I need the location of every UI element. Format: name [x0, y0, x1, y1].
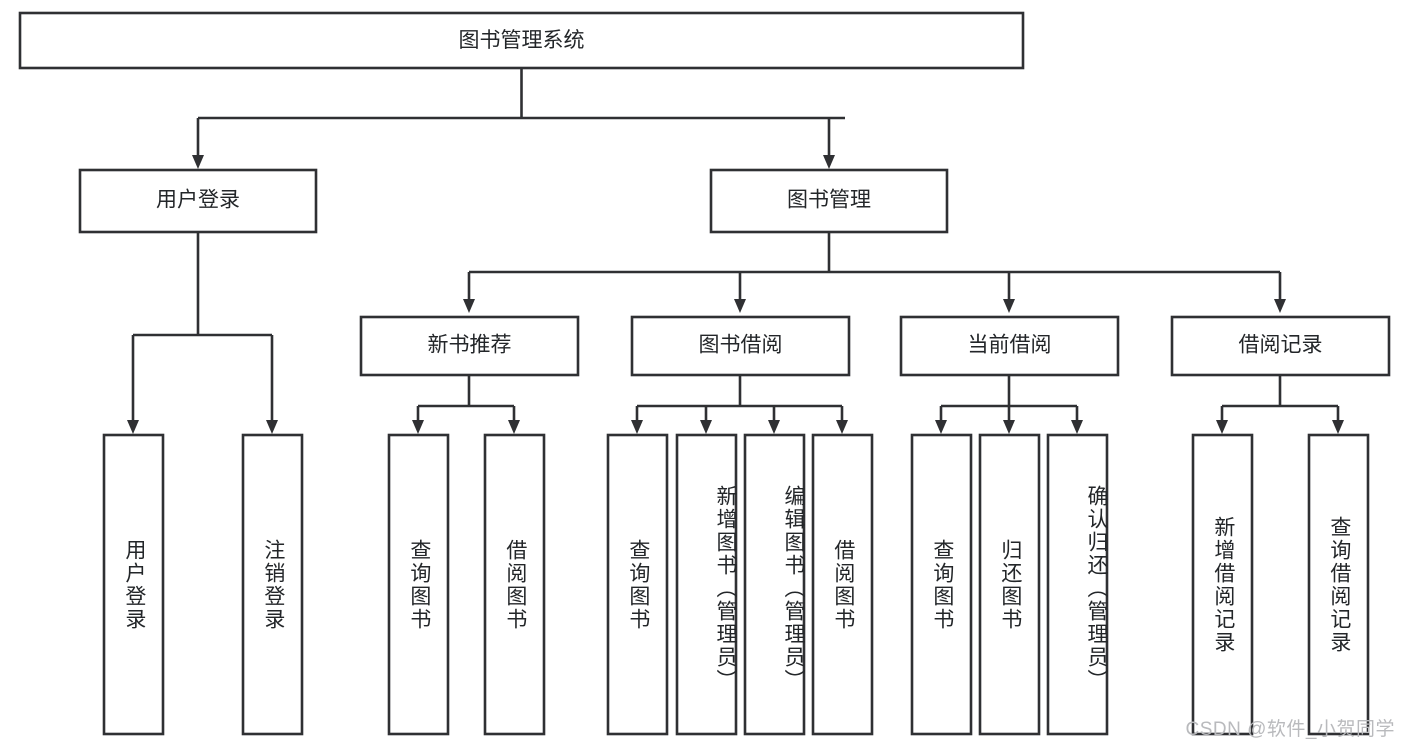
arrowhead-records-c2 — [1332, 420, 1344, 434]
node-leaf-borrow-edit-box[interactable] — [743, 433, 806, 736]
node-borrow-box[interactable] — [630, 315, 851, 377]
connector-group-newbook-children — [412, 375, 520, 434]
node-login-label: 用户登录 — [156, 189, 240, 212]
arrowhead-to-records — [1274, 299, 1286, 313]
node-current-label: 当前借阅 — [968, 334, 1052, 357]
node-leaf-newbook-query-box[interactable] — [387, 433, 450, 736]
leaf-boxes — [102, 433, 1370, 736]
node-leaf-current-confirm-box[interactable] — [1046, 433, 1109, 736]
node-root-box[interactable] — [18, 11, 1025, 70]
arrowhead-borrow-c3 — [768, 420, 780, 434]
arrowhead-login-child2 — [266, 420, 278, 434]
node-bookmgmt-box[interactable] — [709, 168, 949, 234]
connector-group-bookmgmt-children — [463, 232, 1286, 313]
node-leaf-records-add-box[interactable] — [1191, 433, 1254, 736]
arrowhead-newbook-c2 — [508, 420, 520, 434]
arrowhead-borrow-c4 — [836, 420, 848, 434]
arrowhead-to-login — [192, 155, 204, 169]
node-bookmgmt-label: 图书管理 — [787, 189, 871, 212]
arrowhead-newbook-c1 — [412, 420, 424, 434]
node-records-label: 借阅记录 — [1239, 334, 1323, 357]
arrowhead-current-c3 — [1071, 420, 1083, 434]
node-leaf-borrow-query-box[interactable] — [606, 433, 669, 736]
arrowhead-to-bookmgmt — [823, 155, 835, 169]
node-leaf-user-logout-box[interactable] — [241, 433, 304, 736]
csdn-watermark: CSDN @软件_小贺同学 — [1185, 719, 1395, 740]
node-borrow[interactable]: 图书借阅 — [630, 315, 851, 377]
arrowhead-current-c2 — [1003, 420, 1015, 434]
arrowhead-borrow-c2 — [700, 420, 712, 434]
arrowhead-to-newbook — [463, 299, 475, 313]
node-borrow-label: 图书借阅 — [699, 334, 783, 357]
node-leaf-borrow-add-box[interactable] — [675, 433, 738, 736]
arrowhead-borrow-c1 — [631, 420, 643, 434]
node-login-box[interactable] — [78, 168, 318, 234]
node-root[interactable]: 图书管理系统 — [18, 11, 1025, 70]
node-newbook-label: 新书推荐 — [428, 334, 512, 357]
node-login[interactable]: 用户登录 — [78, 168, 318, 234]
node-current[interactable]: 当前借阅 — [899, 315, 1120, 377]
node-newbook[interactable]: 新书推荐 — [359, 315, 580, 377]
connector-group-root-to-level2 — [192, 68, 845, 169]
node-leaf-newbook-borrow-box[interactable] — [483, 433, 546, 736]
connector-group-login-children — [127, 232, 278, 434]
arrowhead-to-borrow — [734, 299, 746, 313]
node-leaf-current-query-box[interactable] — [910, 433, 973, 736]
node-leaf-borrow-take-box[interactable] — [811, 433, 874, 736]
node-newbook-box[interactable] — [359, 315, 580, 377]
arrowhead-login-child1 — [127, 420, 139, 434]
arrowhead-to-current — [1003, 299, 1015, 313]
connector-group-current-children — [935, 375, 1083, 434]
node-records[interactable]: 借阅记录 — [1170, 315, 1391, 377]
arrowhead-current-c1 — [935, 420, 947, 434]
node-leaf-user-login-box[interactable] — [102, 433, 165, 736]
node-leaf-records-query-box[interactable] — [1307, 433, 1370, 736]
node-records-box[interactable] — [1170, 315, 1391, 377]
node-current-box[interactable] — [899, 315, 1120, 377]
connector-group-borrow-children — [631, 375, 848, 434]
connector-group-records-children — [1216, 375, 1344, 434]
node-bookmgmt[interactable]: 图书管理 — [709, 168, 949, 234]
node-leaf-current-return-box[interactable] — [978, 433, 1041, 736]
node-root-label: 图书管理系统 — [459, 29, 585, 52]
arrowhead-records-c1 — [1216, 420, 1228, 434]
